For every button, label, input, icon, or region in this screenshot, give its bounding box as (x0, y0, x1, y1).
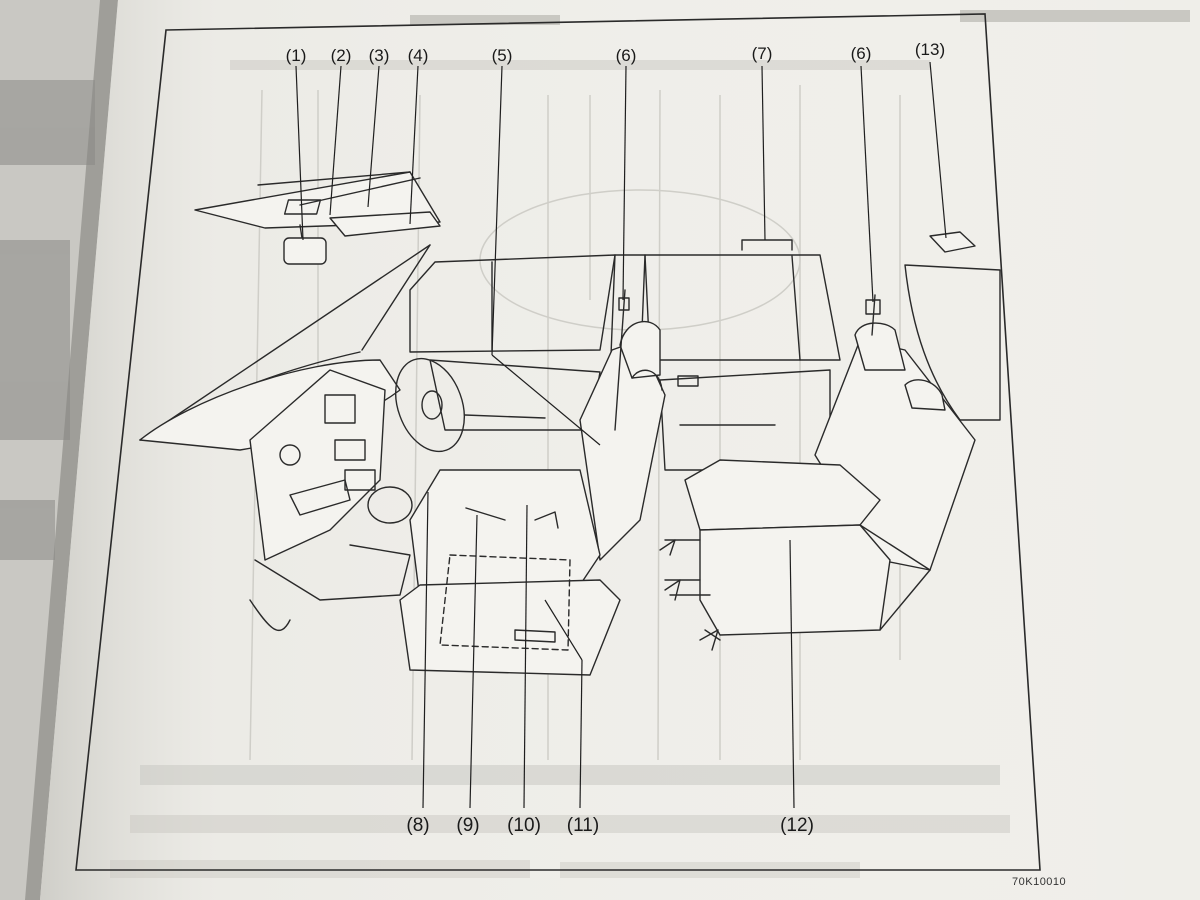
callout-label-10: (10) (507, 815, 541, 836)
car-interior-illustration (139, 171, 1001, 676)
callout-label-8: (8) (406, 815, 430, 836)
left-page-text (0, 80, 95, 560)
callout-label-6-front: (6) (615, 46, 637, 65)
leader-lines (295, 61, 947, 809)
callout-label-3: (3) (368, 46, 390, 65)
bleed-through-text (110, 10, 1190, 878)
callout-label-11: (11) (566, 815, 600, 836)
callout-label-7: (7) (751, 44, 773, 63)
figure-code: 70K10010 (1012, 876, 1067, 888)
callout-label-1: (1) (285, 46, 307, 65)
callout-label-6-rear: (6) (850, 44, 872, 63)
callout-label-5: (5) (491, 46, 513, 65)
callout-label-9: (9) (456, 815, 480, 836)
callout-label-13: (13) (914, 40, 946, 59)
callout-label-4: (4) (407, 46, 429, 65)
callout-label-12: (12) (780, 815, 814, 836)
callout-label-2: (2) (330, 46, 352, 65)
figure-frame (75, 13, 1041, 871)
